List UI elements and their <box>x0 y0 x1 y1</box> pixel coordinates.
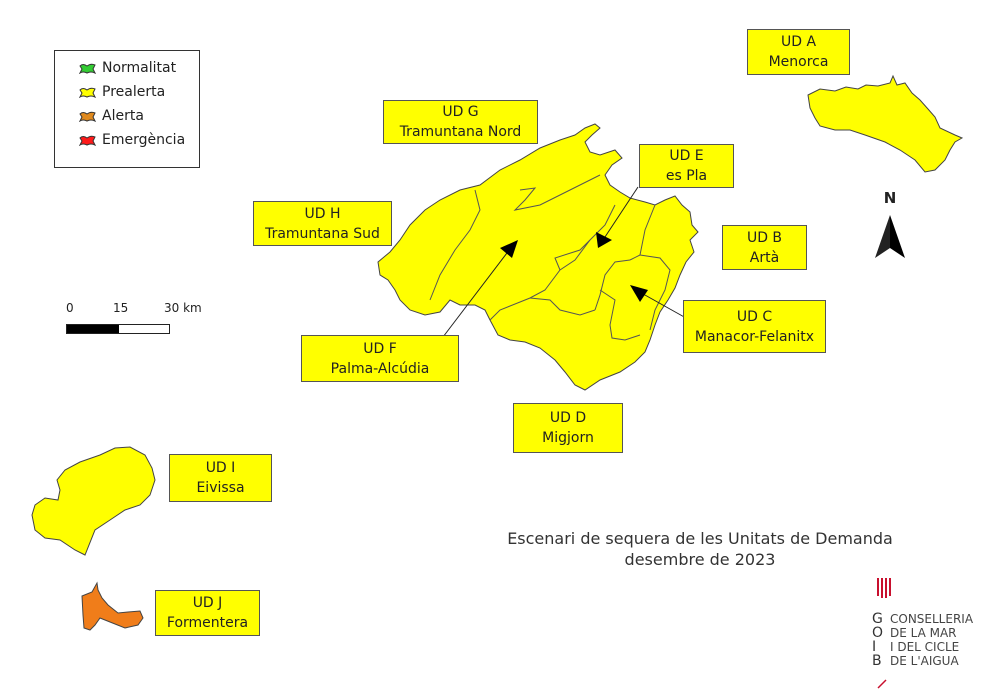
logo-line: DE LA MAR <box>890 626 957 640</box>
ud-code: UD G <box>442 104 479 120</box>
ud-name: Eivissa <box>196 480 245 496</box>
ud-code: UD C <box>736 308 773 325</box>
label-ud-h[interactable]: UD H Tramuntana Sud <box>253 201 392 246</box>
island-mallorca[interactable] <box>377 123 699 391</box>
legend-label: Alerta <box>102 108 144 124</box>
arrow-head-f <box>500 240 518 258</box>
ud-code: UD I <box>205 460 236 476</box>
ud-boundaries <box>429 174 671 341</box>
scale-tick: 30 km <box>164 301 202 315</box>
logo-letter: O <box>872 625 884 641</box>
ud-name: Palma-Alcúdia <box>330 360 430 377</box>
island-formentera[interactable] <box>81 581 144 631</box>
legend: Normalitat Prealerta Alerta Emergència <box>54 50 200 168</box>
legend-item-prealerta: Prealerta <box>79 80 199 104</box>
island-eivissa[interactable] <box>31 446 156 556</box>
label-ud-f[interactable]: UD F Palma-Alcúdia <box>301 335 459 382</box>
ud-code: UD J <box>192 595 223 611</box>
legend-swatch-icon <box>79 63 96 74</box>
legend-label: Emergència <box>102 132 186 148</box>
logo-line: I DEL CICLE <box>890 640 960 654</box>
scale-tick: 15 <box>113 301 129 315</box>
north-indicator: N <box>870 190 910 206</box>
ud-code: UD A <box>780 34 817 50</box>
scale-bar <box>66 324 170 334</box>
ud-name: Tramuntana Nord <box>399 124 522 140</box>
label-ud-a[interactable]: UD A Menorca <box>747 29 850 75</box>
legend-item-emergencia: Emergència <box>79 128 199 152</box>
logo-letter: G <box>872 611 883 627</box>
ud-code: UD F <box>363 340 397 357</box>
ud-name: Formentera <box>166 615 249 631</box>
legend-swatch-icon <box>79 135 96 146</box>
logo-line: DE L'AIGUA <box>890 654 959 668</box>
north-arrow-icon <box>875 215 905 258</box>
logo-letter: I <box>872 639 877 655</box>
label-ud-g[interactable]: UD G Tramuntana Nord <box>383 100 538 144</box>
ud-name: Manacor-Felanitx <box>694 328 815 345</box>
ud-name: es Pla <box>665 168 708 184</box>
arrow-head-c <box>630 285 648 302</box>
legend-swatch-icon <box>79 111 96 122</box>
label-ud-e[interactable]: UD E es Pla <box>639 144 734 188</box>
arrow-head-e <box>596 232 612 248</box>
ud-name: Menorca <box>768 54 829 70</box>
island-menorca[interactable] <box>807 74 964 173</box>
scale-tick: 0 <box>66 301 74 315</box>
legend-label: Normalitat <box>102 60 177 76</box>
legend-swatch-icon <box>79 87 96 98</box>
north-label: N <box>883 189 897 207</box>
label-ud-i[interactable]: UD I Eivissa <box>169 454 272 502</box>
logo-letter: B <box>872 653 882 669</box>
goib-shield-icon <box>876 578 891 689</box>
label-ud-j[interactable]: UD J Formentera <box>155 590 260 636</box>
label-ud-b[interactable]: UD B Artà <box>722 225 807 270</box>
label-ud-d[interactable]: UD D Migjorn <box>513 403 623 453</box>
title-line-2: desembre de 2023 <box>624 550 776 569</box>
logo-line: CONSELLERIA <box>890 612 974 626</box>
ud-code: UD D <box>549 410 587 426</box>
goib-logo: G CONSELLERIA O DE LA MAR I I DEL CICLE B DE… <box>872 612 997 668</box>
scale-bar-labels: 0 15 30 km <box>66 301 216 317</box>
title-line-1: Escenari de sequera de les Unitats de De… <box>507 529 893 548</box>
ud-code: UD B <box>746 229 783 246</box>
ud-code: UD E <box>669 148 704 164</box>
legend-item-alerta: Alerta <box>79 104 199 128</box>
ud-name: Tramuntana Sud <box>265 225 380 242</box>
ud-name: Artà <box>749 249 780 266</box>
ud-name: Migjorn <box>542 430 594 446</box>
legend-label: Prealerta <box>102 84 166 100</box>
map-title: Escenari de sequera de les Unitats de De… <box>470 528 930 570</box>
label-ud-c[interactable]: UD C Manacor-Felanitx <box>683 300 826 353</box>
legend-item-normalitat: Normalitat <box>79 56 199 80</box>
ud-code: UD H <box>304 205 341 222</box>
